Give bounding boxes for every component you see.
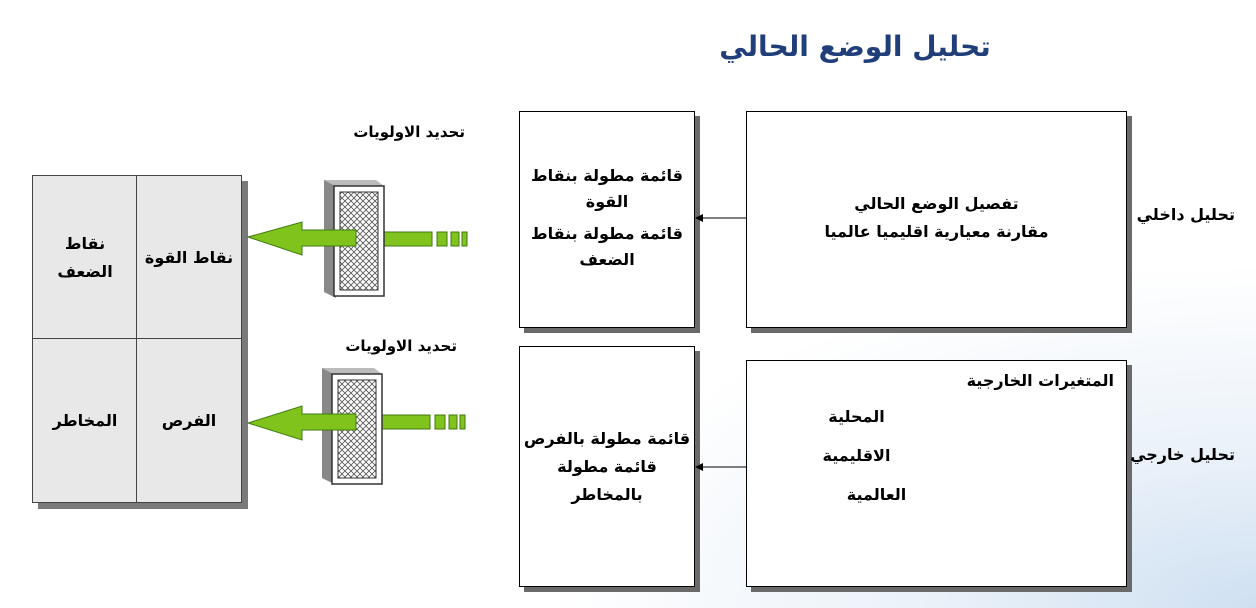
threats-list-line1: قائمة مطولة (557, 457, 657, 476)
internal-analysis-label: تحليل داخلي (1136, 205, 1235, 224)
threats-label: المخاطر (52, 410, 118, 430)
connector-internal (695, 214, 746, 222)
threats-list-line2: بالمخاطر (571, 485, 643, 504)
connector-external (695, 463, 746, 471)
weaknesses-line2: الضعف (57, 261, 113, 281)
arrow-to-opportunities (246, 405, 357, 441)
weaknesses-list-line1: قائمة مطولة بنقاط (531, 224, 683, 243)
dashed-flow-bottom (379, 414, 466, 430)
internal-detail-box: تفصيل الوضع الحالي مقارنة معيارية اقليمي… (746, 111, 1127, 328)
strengths-weaknesses-list-box: قائمة مطولة بنقاط القوة قائمة مطولة بنقا… (519, 111, 695, 328)
internal-detail-line2: مقارنة معيارية اقليميا عالميا (824, 222, 1049, 241)
weaknesses-list-line2: الضعف (579, 250, 635, 269)
external-variables-heading: المتغيرات الخارجية (966, 371, 1114, 390)
matrix-cell-strengths: نقاط القوة (136, 175, 242, 340)
strengths-list-line2: القوة (585, 192, 629, 211)
external-variables-box: المتغيرات الخارجية المحلية الاقليمية الع… (746, 360, 1127, 587)
strengths-list-line1: قائمة مطولة بنقاط (531, 166, 683, 185)
arrow-to-strengths (246, 221, 357, 256)
internal-detail-line1: تفصيل الوضع الحالي (854, 194, 1019, 213)
matrix-cell-opportunities: الفرص (136, 338, 242, 503)
matrix-cell-threats: المخاطر (32, 338, 138, 503)
priority-label-internal: تحديد الاولويات (353, 123, 465, 141)
variable-global: العالمية (846, 485, 907, 504)
page-title: تحليل الوضع الحالي (719, 30, 991, 63)
opportunities-label: الفرص (161, 410, 217, 430)
dashed-flow-top (381, 231, 468, 247)
opportunities-threats-list-box: قائمة مطولة بالفرص قائمة مطولة بالمخاطر (519, 346, 695, 587)
variable-regional: الاقليمية (822, 446, 891, 465)
weaknesses-line1: نقاط (64, 233, 106, 253)
priority-label-external: تحديد الاولويات (345, 337, 457, 355)
opportunities-list-line1: قائمة مطولة بالفرص (523, 429, 691, 448)
external-analysis-label: تحليل خارجي (1130, 445, 1235, 464)
variable-local: المحلية (828, 407, 885, 426)
matrix-cell-weaknesses: نقاط الضعف (32, 175, 138, 340)
strengths-label: نقاط القوة (144, 247, 234, 267)
